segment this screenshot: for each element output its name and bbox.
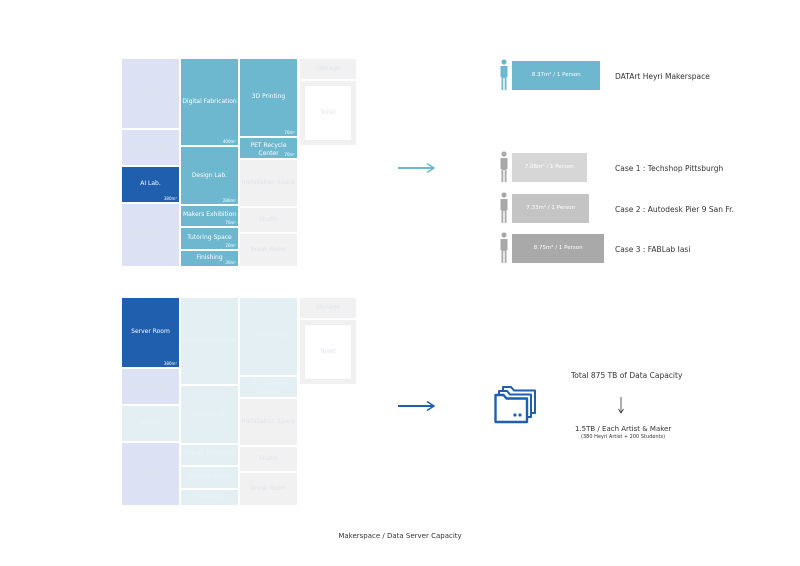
plan-block-digital-fabrication: Digital Fabrication 400m²	[181, 59, 238, 145]
per-person-capacity-text: 1.5TB / Each Artist & Maker	[575, 425, 672, 433]
comparison-bar: 8.75m² / 1 Person	[512, 234, 605, 263]
person-icon	[500, 59, 508, 90]
block-label: Break Room	[250, 485, 287, 492]
block-label: Installation Space	[241, 418, 296, 425]
block-label: Finishing	[196, 254, 223, 261]
block-label: Digital Fabrication	[182, 98, 237, 105]
block-label: Makers Exhibition	[182, 450, 237, 457]
block-label: Tutoring Space	[187, 234, 232, 241]
plan-block-3d-printing: 3D Printing	[240, 298, 297, 375]
capacity-breakdown-text: (380 Heyri Artist + 200 Students)	[581, 434, 666, 440]
plan-block-toilet: Toilet	[300, 320, 356, 384]
folder-icon	[494, 386, 536, 424]
plan-block-3d-printing: 3D Printing 70m²	[240, 59, 297, 136]
person-icon	[500, 192, 508, 223]
plan-block-data-exhibition: Data Exhibition	[122, 204, 179, 266]
plan-block-pet-recycle-center: PET Recycle Center	[240, 377, 297, 397]
bar-label: 7.33m² / 1 Person	[526, 205, 576, 211]
figure-caption: Makerspace / Data Server Capacity	[338, 532, 462, 540]
block-label: Digital Fabrication	[182, 337, 237, 344]
block-label: Studio	[258, 216, 279, 223]
block-area: 380m²	[163, 196, 177, 201]
plan-block-toilet: Toilet	[300, 81, 356, 145]
toilet-inner-box	[304, 85, 352, 141]
plan-block-control-center: Control Center	[122, 130, 179, 165]
block-label: Finishing	[196, 493, 223, 500]
comparison-bar: 8.37m² / 1 Person	[512, 61, 601, 90]
block-label: 3D Printing	[251, 93, 286, 100]
block-area: 70m²	[225, 220, 236, 225]
plan-block-finishing: Finishing 30m²	[181, 251, 238, 266]
block-label: Storage	[316, 65, 340, 72]
block-label: Data Exhibition	[127, 470, 174, 477]
comparison-title: DATArt Heyri Makerspace	[615, 72, 710, 81]
block-label: Tutoring Space	[187, 473, 232, 480]
block-label: AI Lab.	[140, 180, 161, 187]
plan-block-server-room: Server Room	[122, 59, 179, 128]
block-label: Studio	[258, 455, 279, 462]
block-area: 380m²	[163, 361, 177, 366]
plan-block-design-lab: Design Lab. 280m²	[181, 147, 238, 204]
block-label: Design Lab.	[191, 411, 228, 418]
block-label: 3D Printing	[251, 332, 286, 339]
block-label: PET Recycle Center	[250, 142, 287, 157]
block-label: Control Center	[128, 383, 173, 390]
person-icon	[500, 151, 508, 182]
plan-block-storage: Storage	[300, 59, 356, 79]
block-label: Storage	[316, 304, 340, 311]
bar-label: 8.75m² / 1 Person	[533, 245, 583, 251]
block-label: Server Room	[131, 89, 170, 96]
plan-block-finishing: Finishing	[181, 490, 238, 505]
comparison-title: Case 1 : Techshop Pittsburgh	[615, 164, 724, 173]
bar-label: 8.37m² / 1 Person	[531, 72, 581, 78]
plan-block-break-room: Break Room	[240, 473, 297, 505]
plan-block-tutoring-space: Tutoring Space 20m²	[181, 228, 238, 249]
plan-block-break-room: Break Room	[240, 234, 297, 266]
block-label: Control Center	[128, 144, 173, 151]
arrow-down-icon	[618, 397, 624, 414]
plan-block-control-center: Control Center	[122, 369, 179, 404]
plan-block-studio: Studio	[240, 447, 297, 471]
block-label: Installation Space	[241, 179, 296, 186]
block-label: Toilet	[320, 348, 336, 355]
toilet-inner-box	[304, 324, 352, 380]
plan-block-digital-fabrication: Digital Fabrication	[181, 298, 238, 384]
block-area: 400m²	[222, 139, 236, 144]
plan-block-installation-space: Installation Space	[240, 160, 297, 206]
block-label: Data Exhibition	[127, 231, 174, 238]
block-area: 20m²	[225, 243, 236, 248]
total-capacity-text: Total 875 TB of Data Capacity	[571, 371, 683, 380]
comparison-title: Case 2 : Autodesk Pier 9 San Fr.	[615, 205, 734, 214]
comparison-bar: 7.33m² / 1 Person	[512, 194, 590, 223]
plan-block-server-room: Server Room 380m²	[122, 298, 179, 367]
block-area: 280m²	[222, 198, 236, 203]
plan-block-storage: Storage	[300, 298, 356, 318]
block-label: Makers Exhibition	[182, 211, 237, 218]
block-label: Toilet	[320, 109, 336, 116]
block-label: AI Lab.	[140, 419, 161, 426]
block-area: 70m²	[284, 152, 295, 157]
comparison-bar: 7.08m² / 1 Person	[512, 153, 587, 182]
arrow-right-icon	[398, 162, 436, 174]
block-area: 70m²	[284, 130, 295, 135]
plan-block-studio: Studio	[240, 208, 297, 232]
bar-label: 7.08m² / 1 Person	[524, 164, 574, 170]
block-label: PET Recycle Center	[250, 381, 287, 396]
plan-block-tutoring-space: Tutoring Space	[181, 467, 238, 488]
block-label: Design Lab.	[191, 172, 228, 179]
plan-block-ai-lab: AI Lab.	[122, 406, 179, 441]
comparison-title: Case 3 : FABLab Iasi	[615, 245, 691, 254]
plan-block-makers-exhibition: Makers Exhibition	[181, 445, 238, 465]
plan-block-ai-lab: AI Lab. 380m²	[122, 167, 179, 202]
arrow-right-icon	[398, 400, 436, 412]
block-label: Break Room	[250, 246, 287, 253]
block-label: Server Room	[131, 328, 170, 335]
plan-block-makers-exhibition: Makers Exhibition 70m²	[181, 206, 238, 226]
block-area: 30m²	[225, 260, 236, 265]
plan-block-installation-space: Installation Space	[240, 399, 297, 445]
plan-block-design-lab: Design Lab.	[181, 386, 238, 443]
plan-block-pet-recycle-center: PET Recycle Center 70m²	[240, 138, 297, 158]
plan-block-data-exhibition: Data Exhibition	[122, 443, 179, 505]
person-icon	[500, 232, 508, 263]
